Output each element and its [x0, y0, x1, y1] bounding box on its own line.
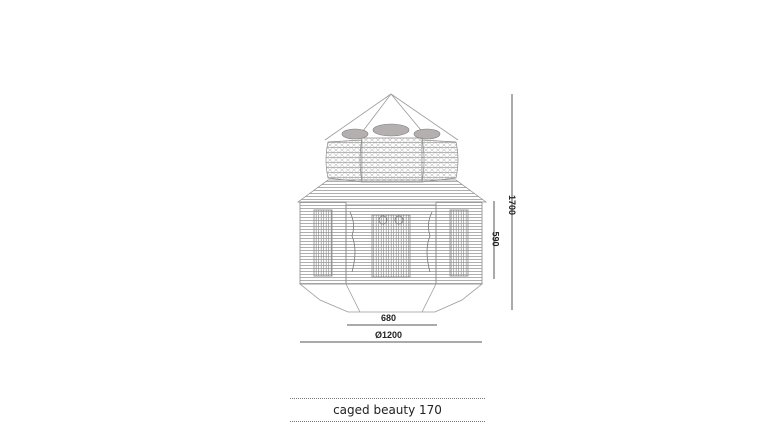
lantern-drum [325, 137, 459, 183]
dim-label-body-height: 590 [490, 231, 501, 247]
dim-label-diameter: Ø1200 [375, 330, 403, 340]
lantern-roof-band [296, 179, 488, 203]
lantern-crest [341, 123, 441, 140]
dim-label-inner-width: 680 [381, 313, 397, 323]
lantern-body [299, 201, 483, 285]
lantern-bottom [298, 283, 484, 313]
lantern-top-pyramid [324, 93, 459, 141]
dimension-lines [300, 94, 513, 343]
product-name: caged beauty 170 [290, 398, 485, 422]
dim-label-total-height: 1700 [507, 194, 518, 216]
